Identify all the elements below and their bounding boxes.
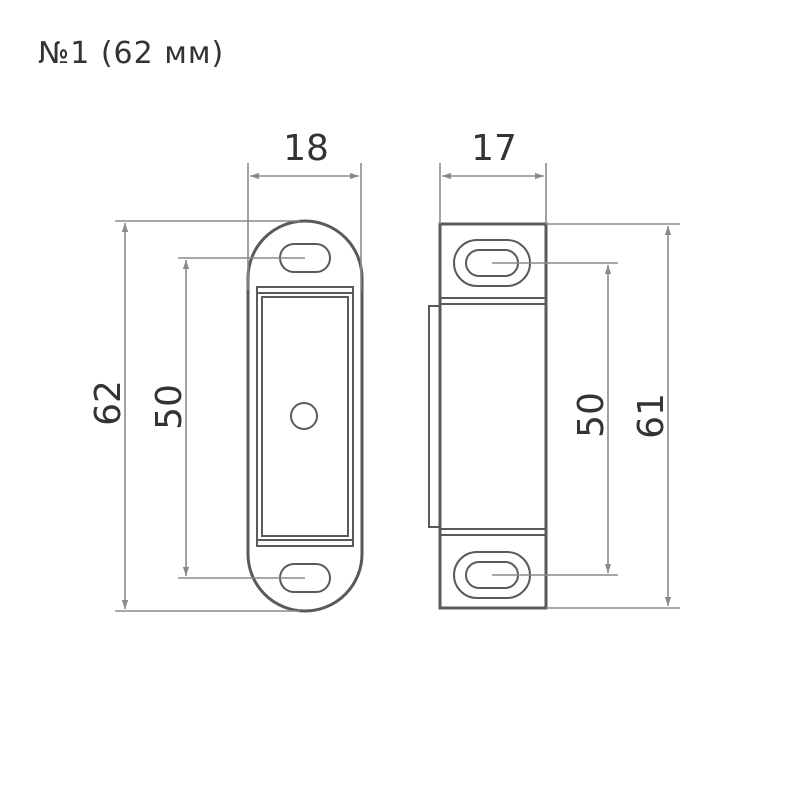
front-hole-spacing-label: 50 [149,384,190,430]
front-height-dimension: 62 [88,220,300,612]
front-height-label: 62 [88,380,129,426]
side-width-label: 17 [471,128,517,169]
front-housing-outer [256,286,354,547]
front-housing-inner [261,296,349,537]
side-height-label: 61 [631,393,672,439]
side-hole-spacing-label: 50 [571,392,612,438]
side-magnet-block [439,297,547,536]
front-center-hole [290,402,318,430]
front-view [246,219,364,613]
front-width-label: 18 [283,128,329,169]
diagram-title: №1 (62 мм) [38,36,225,71]
side-hole-spacing-dimension: 50 [492,262,618,576]
front-width-dimension: 18 [247,128,362,290]
side-back-plate [438,222,548,610]
side-left-strip [428,305,441,528]
side-view [428,222,548,610]
front-hole-spacing-dimension: 50 [149,257,305,579]
front-body-outline [246,219,364,613]
side-height-dimension: 61 [546,223,680,609]
side-width-dimension: 17 [439,128,547,224]
